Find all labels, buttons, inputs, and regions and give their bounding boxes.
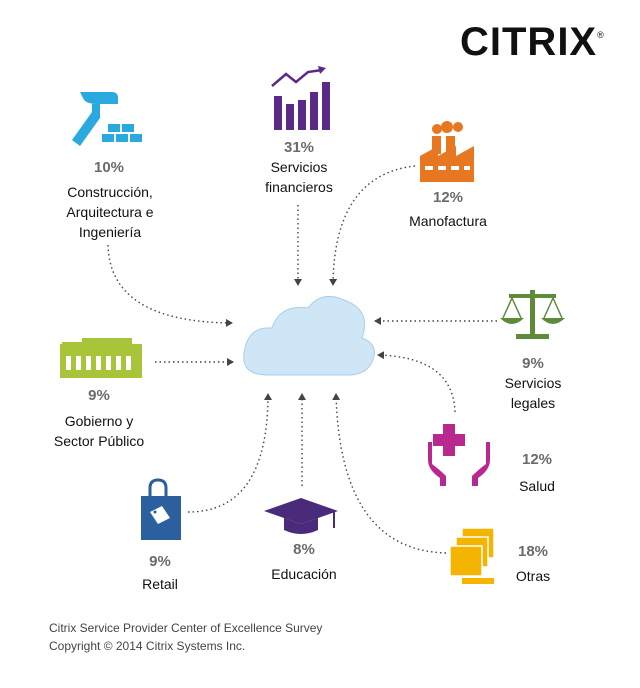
construccion-label-3: Ingeniería xyxy=(78,224,142,240)
connector-retail xyxy=(187,393,272,513)
financieros-label-1: Servicios xyxy=(270,159,328,175)
manufactura-label: Manofactura xyxy=(409,213,487,229)
logo-text: CITRIX xyxy=(460,20,598,64)
connector-salud xyxy=(377,351,456,413)
gobierno-percent: 9% xyxy=(88,387,110,404)
cloud-icon xyxy=(243,295,375,376)
legales-label-2: legales xyxy=(510,395,556,411)
footer-copyright: Copyright © 2014 Citrix Systems Inc. xyxy=(49,639,246,653)
gobierno-label-1: Gobierno y xyxy=(64,413,134,429)
scales-icon xyxy=(500,290,565,339)
shopping-bag-icon xyxy=(141,478,181,540)
otras-percent: 18% xyxy=(517,543,549,560)
registered-mark: ® xyxy=(597,30,605,40)
folders-icon xyxy=(449,527,495,584)
hammer-bricks-icon xyxy=(72,92,142,146)
bar-chart-icon xyxy=(271,66,330,130)
citrix-logo: CITRIX® xyxy=(460,20,605,65)
manufactura-percent: 12% xyxy=(432,189,464,206)
educacion-percent: 8% xyxy=(293,541,315,558)
health-hands-icon xyxy=(428,424,490,486)
retail-percent: 9% xyxy=(149,553,171,570)
footer-survey: Citrix Service Provider Center of Excell… xyxy=(49,621,323,635)
connectors xyxy=(107,165,497,554)
otras-label: Otras xyxy=(515,568,551,584)
legales-label-1: Servicios xyxy=(504,375,562,391)
connector-otras xyxy=(332,393,447,554)
legales-percent: 9% xyxy=(522,355,544,372)
salud-label: Salud xyxy=(519,478,555,494)
construccion-label-1: Construcción, xyxy=(67,184,153,200)
gobierno-label-2: Sector Público xyxy=(53,433,145,449)
salud-percent: 12% xyxy=(521,451,553,468)
financieros-label-2: financieros xyxy=(265,179,333,195)
graduation-cap-icon xyxy=(264,498,338,534)
educacion-label: Educación xyxy=(271,566,337,582)
retail-label: Retail xyxy=(142,576,178,592)
building-icon xyxy=(60,338,142,378)
financieros-percent: 31% xyxy=(283,139,315,156)
construccion-percent: 10% xyxy=(93,159,125,176)
connector-construccion xyxy=(107,244,233,327)
construccion-label-2: Arquitectura e xyxy=(66,204,154,220)
connector-manufactura xyxy=(329,165,416,286)
factory-icon xyxy=(420,121,474,182)
